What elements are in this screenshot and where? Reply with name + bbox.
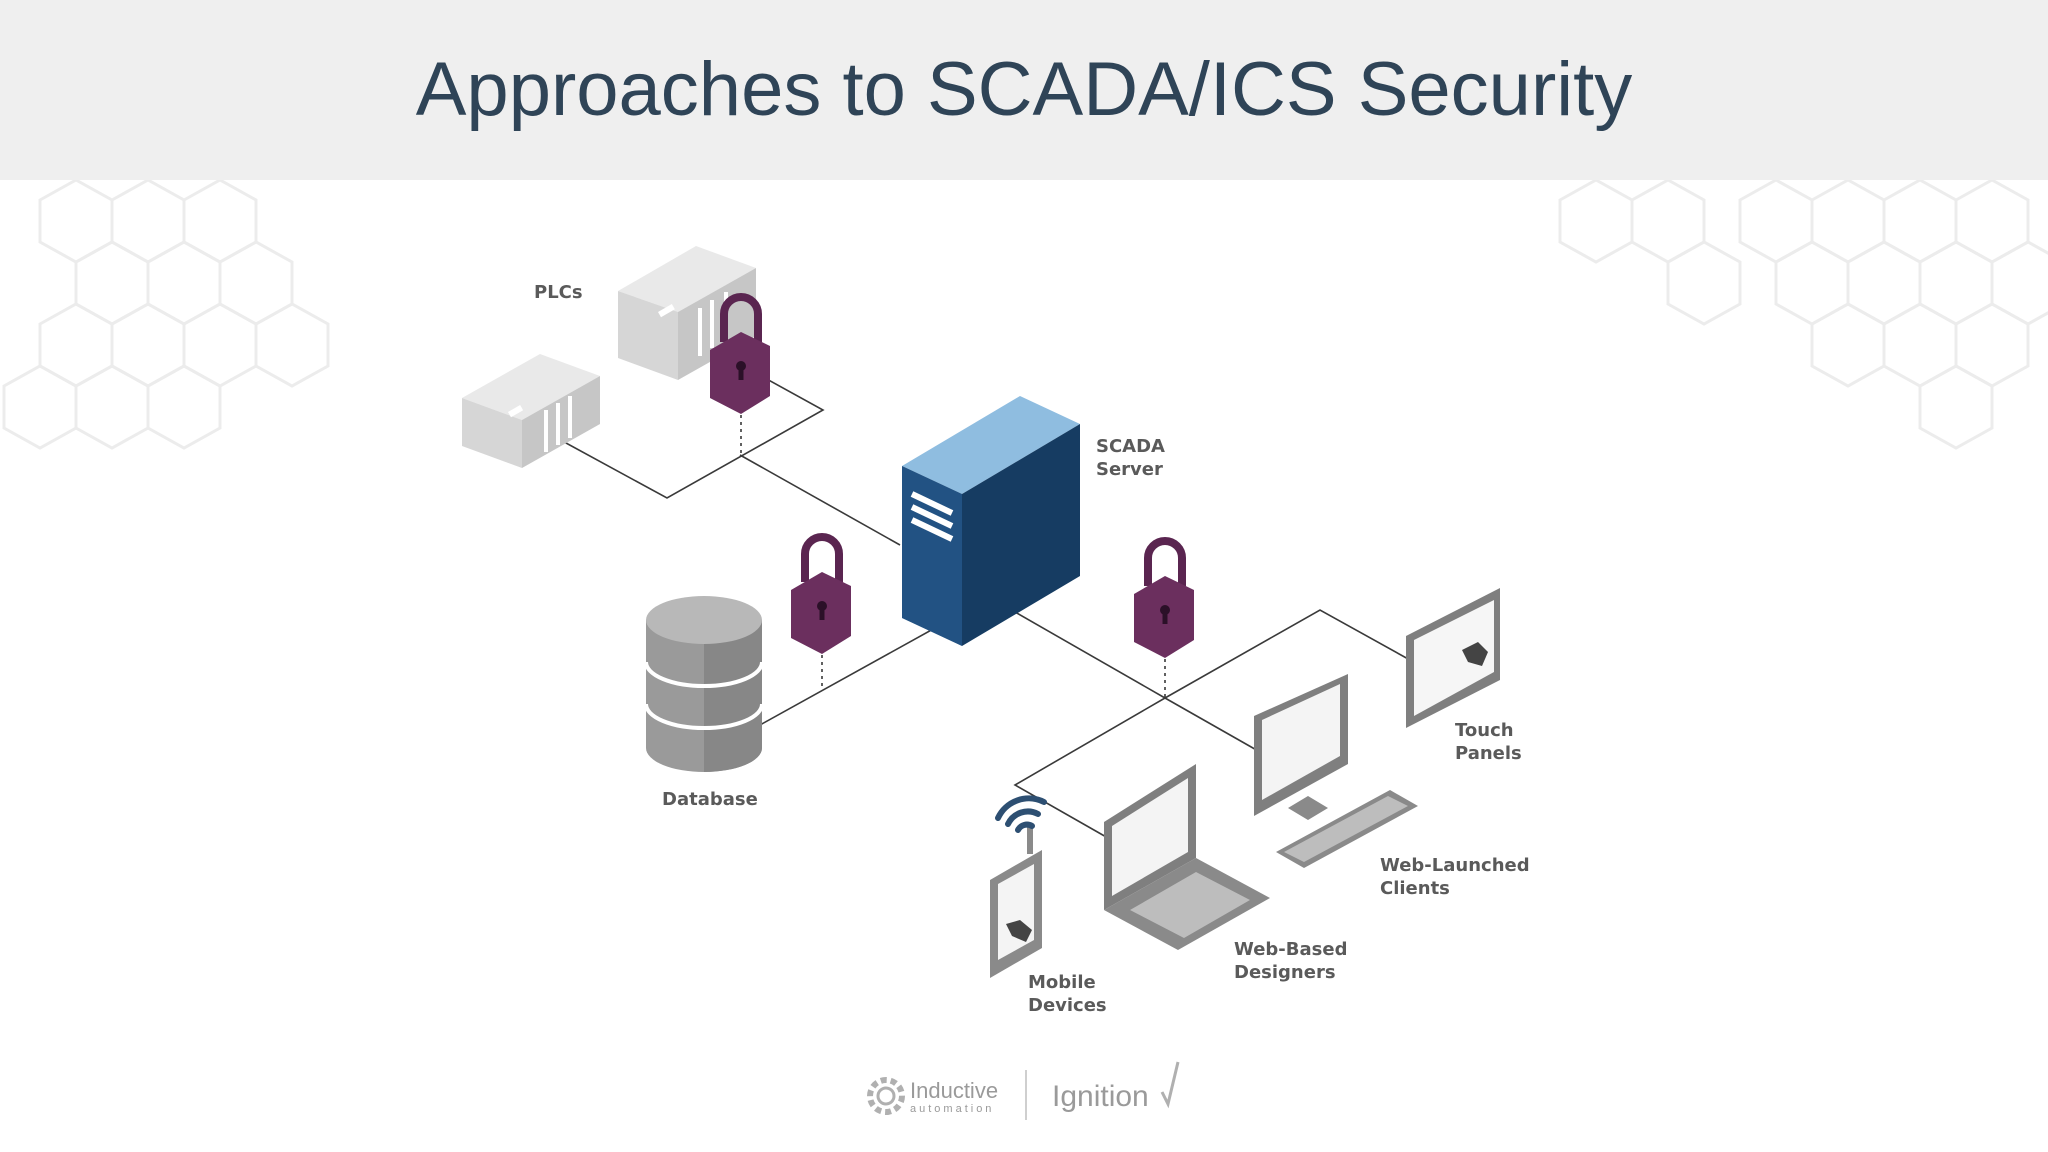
title-bar [0,0,2048,180]
label-mobile-line2: Devices [1028,995,1107,1016]
inductive-automation-gear-icon [867,1077,905,1115]
label-scada-line2: Server [1096,459,1163,480]
wifi-icon [995,795,1047,833]
keyboard-icon [1276,790,1418,868]
plc-unit-left [462,354,600,468]
scada-server-icon [902,396,1080,646]
label-web-designers-line2: Designers [1234,962,1336,983]
label-mobile-line1: Mobile [1028,972,1096,993]
label-database: Database [662,789,758,810]
brand-inductive-name: Inductive [910,1078,998,1103]
label-touch-line1: Touch [1455,720,1514,741]
network-lines [554,349,1411,839]
label-web-designers-line1: Web-Based [1234,939,1347,960]
laptop-icon [1104,764,1270,950]
brand-inductive-subtitle: automation [910,1103,994,1115]
brand-ignition: Ignition [1052,1080,1149,1113]
mobile-device-icon [990,826,1042,978]
desktop-monitor-icon [1254,674,1348,820]
label-web-clients-line2: Clients [1380,878,1450,899]
lock-icon-clients [1134,537,1194,658]
slide-title: Approaches to SCADA/ICS Security [415,47,1633,132]
database-icon [644,596,764,772]
diagram-labels: PLCs SCADA Server Database Touch Panels … [534,282,1530,1016]
lock-icon-plc [710,293,770,414]
lock-icon-database [791,533,851,654]
touch-panel-icon [1406,588,1500,728]
label-plcs: PLCs [534,282,583,303]
label-scada-line1: SCADA [1096,436,1165,457]
label-web-clients-line1: Web-Launched [1380,855,1530,876]
ignition-check-icon [1160,1061,1180,1109]
hexagon-background-pattern [2,180,2048,450]
label-touch-line2: Panels [1455,743,1522,764]
footer-logos: Inductive automation Ignition [867,1061,1180,1120]
